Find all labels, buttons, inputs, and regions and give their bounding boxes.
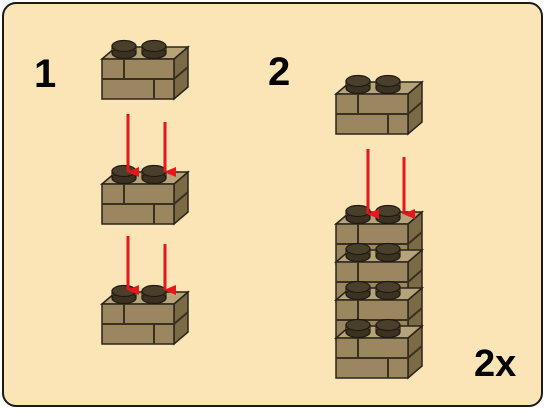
stud-icon [141,284,167,305]
stud-icon [345,74,371,95]
stud-icon [111,164,137,185]
stud-icon [375,74,401,95]
stud-icon [345,280,371,301]
step2-stack-brick [333,318,425,380]
stud-icon [345,318,371,339]
step-2-number: 2 [268,50,291,94]
step-1-number: 1 [34,52,57,96]
step1-brick-bottom [99,284,191,346]
step1-brick-middle [99,164,191,226]
stud-icon [375,242,401,263]
stud-icon [111,39,137,60]
assembly-illustration [99,39,425,380]
step2-brick-top [333,74,425,136]
multiplier-label: 2x [474,343,517,385]
step1-brick-top [99,39,191,101]
stud-icon [375,318,401,339]
stud-icon [375,204,401,225]
stud-icon [141,164,167,185]
stud-icon [345,242,371,263]
stud-icon [111,284,137,305]
stud-icon [375,280,401,301]
stud-icon [345,204,371,225]
stud-icon [141,39,167,60]
instruction-panel: 1 2 2x [2,2,543,407]
